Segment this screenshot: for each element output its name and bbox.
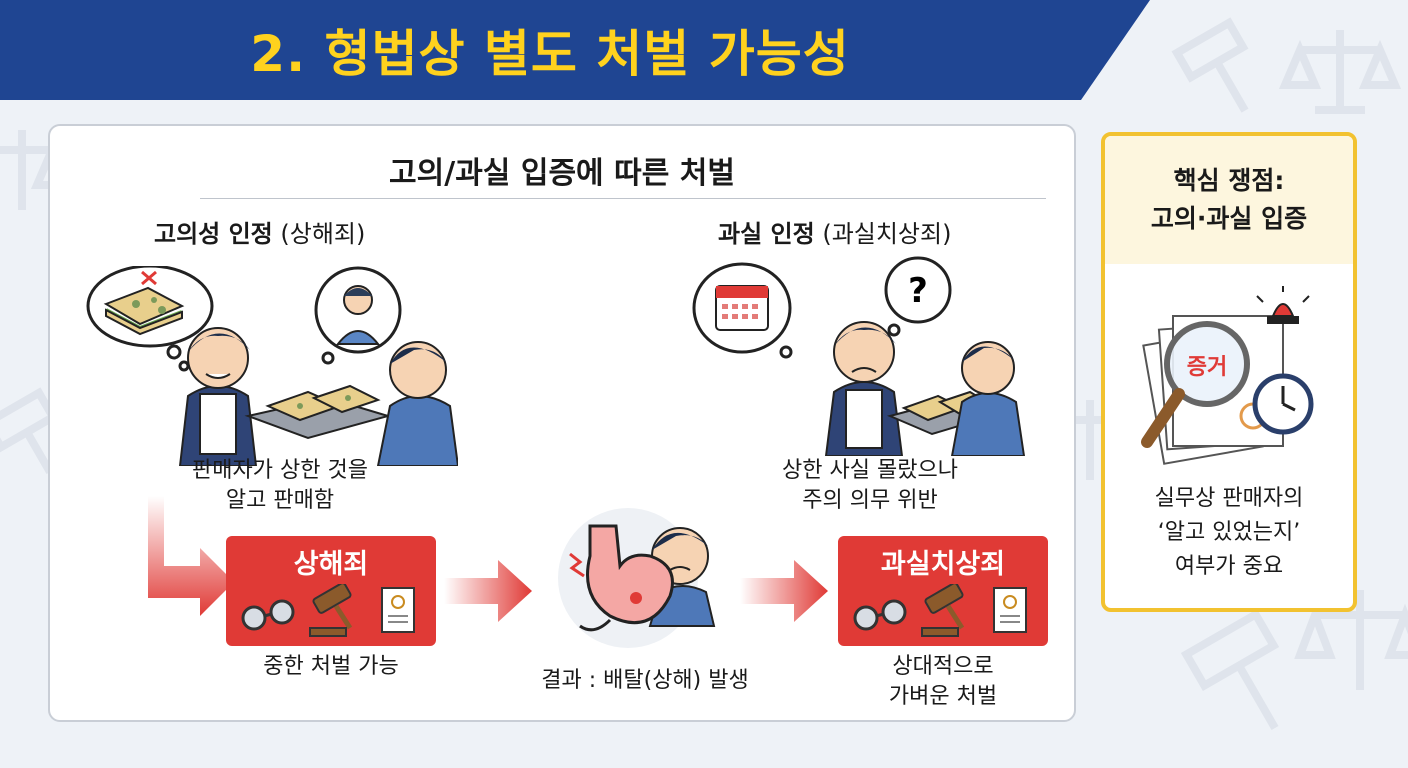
header-banner (0, 0, 1150, 100)
stomach-illustration (558, 508, 716, 648)
result-label: 결과 : 배탈(상해) 발생 (541, 668, 749, 693)
negligent-injury-label: 과실치상죄 (880, 549, 1006, 580)
intent-description: 판매자가 상한 것을 알고 판매함 (150, 456, 410, 516)
negligence-outcome: 상대적으로 가벼운 처벌 (838, 652, 1048, 712)
crime-icons (853, 584, 1027, 637)
intent-outcome: 중한 처벌 가능 (263, 654, 399, 679)
intent-illustration (86, 266, 458, 466)
sick-person-bubble (314, 266, 402, 365)
document-icon (381, 587, 415, 633)
negligence-heading: 과실 인정 (과실치상죄) (718, 214, 951, 249)
key-issue-header (1105, 136, 1353, 264)
intent-description-line1: 판매자가 상한 것을 (192, 458, 368, 483)
calendar-bubble (692, 262, 793, 359)
bg-scales-icon (1278, 30, 1402, 114)
main-panel: 고의/과실 입증에 따른 처벌 고의성 인정 (상해죄) 과실 인정 (과실치상… (48, 124, 1076, 722)
key-issue-body: 실무상 판매자의 ‘알고 있었는지’ 여부가 중요 (1105, 482, 1353, 584)
assault-crime-label: 상해죄 (293, 549, 369, 580)
gavel-icon (309, 584, 353, 637)
key-issue-title: 핵심 쟁점: 고의·과실 입증 (1105, 162, 1353, 238)
arrow-right-icon (740, 560, 828, 622)
negligence-outcome-line1: 상대적으로 (892, 654, 994, 679)
key-issue-panel: 핵심 쟁점: 고의·과실 입증 증거 실무상 판매자의 ‘알고 있었는지’ 여부… (1101, 132, 1357, 612)
clock-icon (1252, 373, 1314, 435)
arrow-right-icon (444, 560, 532, 622)
key-issue-title-line2: 고의·과실 입증 (1150, 204, 1308, 233)
evidence-illustration: 증거 (1141, 286, 1314, 465)
key-issue-body-line1: 실무상 판매자의 (1154, 486, 1304, 511)
question-mark: ? (908, 271, 928, 311)
bent-arrow-icon (148, 496, 234, 616)
negligence-illustration: ? (692, 256, 1026, 456)
key-issue-body-line3: 여부가 중요 (1174, 554, 1284, 579)
crime-icons (241, 584, 415, 637)
evidence-label: 증거 (1187, 355, 1227, 380)
gavel-icon (921, 584, 965, 637)
customer-figure (950, 341, 1026, 456)
worried-seller-figure (824, 321, 904, 456)
alarm-icon (1256, 286, 1310, 324)
handcuffs-icon (853, 599, 907, 631)
negligence-description-line1: 상한 사실 몰랐으나 (782, 458, 958, 483)
negligence-heading-sub: (과실치상죄) (822, 220, 952, 248)
negligence-outcome-line2: 가벼운 처벌 (888, 684, 998, 709)
page-title: 2. 형법상 별도 처벌 가능성 (250, 25, 850, 83)
handcuffs-icon (241, 599, 295, 631)
negligence-heading-label: 과실 인정 (718, 220, 815, 248)
negligent-injury-box: 과실치상죄 (838, 536, 1048, 646)
customer-figure (376, 341, 458, 466)
negligence-description-line2: 주의 의무 위반 (802, 488, 938, 513)
assault-crime-box: 상해죄 (226, 536, 436, 646)
key-issue-body-line2: ‘알고 있었는지’ (1157, 520, 1301, 545)
stomach-icon (569, 524, 674, 632)
magnifier-icon: 증거 (1141, 321, 1250, 448)
key-issue-title-line1: 핵심 쟁점: (1173, 166, 1285, 195)
seller-figure (178, 327, 258, 466)
sandwich-tray (244, 384, 392, 440)
intent-description-line2: 알고 판매함 (225, 488, 335, 513)
document-icon (993, 587, 1027, 633)
spoiled-sandwich-bubble (86, 266, 214, 372)
divider (200, 198, 1046, 199)
intent-heading: 고의성 인정 (상해죄) (154, 214, 365, 249)
intent-heading-label: 고의성 인정 (154, 220, 273, 248)
bg-gavel-icon (1171, 17, 1249, 113)
question-bubble: ? (884, 256, 952, 337)
bg-gavel-icon (1180, 608, 1280, 730)
calendar-icon (715, 285, 769, 331)
intent-heading-sub: (상해죄) (280, 220, 366, 248)
sandwich-icon (103, 286, 185, 336)
negligence-description: 상한 사실 몰랐으나 주의 의무 위반 (740, 456, 1000, 516)
panel-title: 고의/과실 입증에 따른 처벌 (389, 156, 735, 191)
